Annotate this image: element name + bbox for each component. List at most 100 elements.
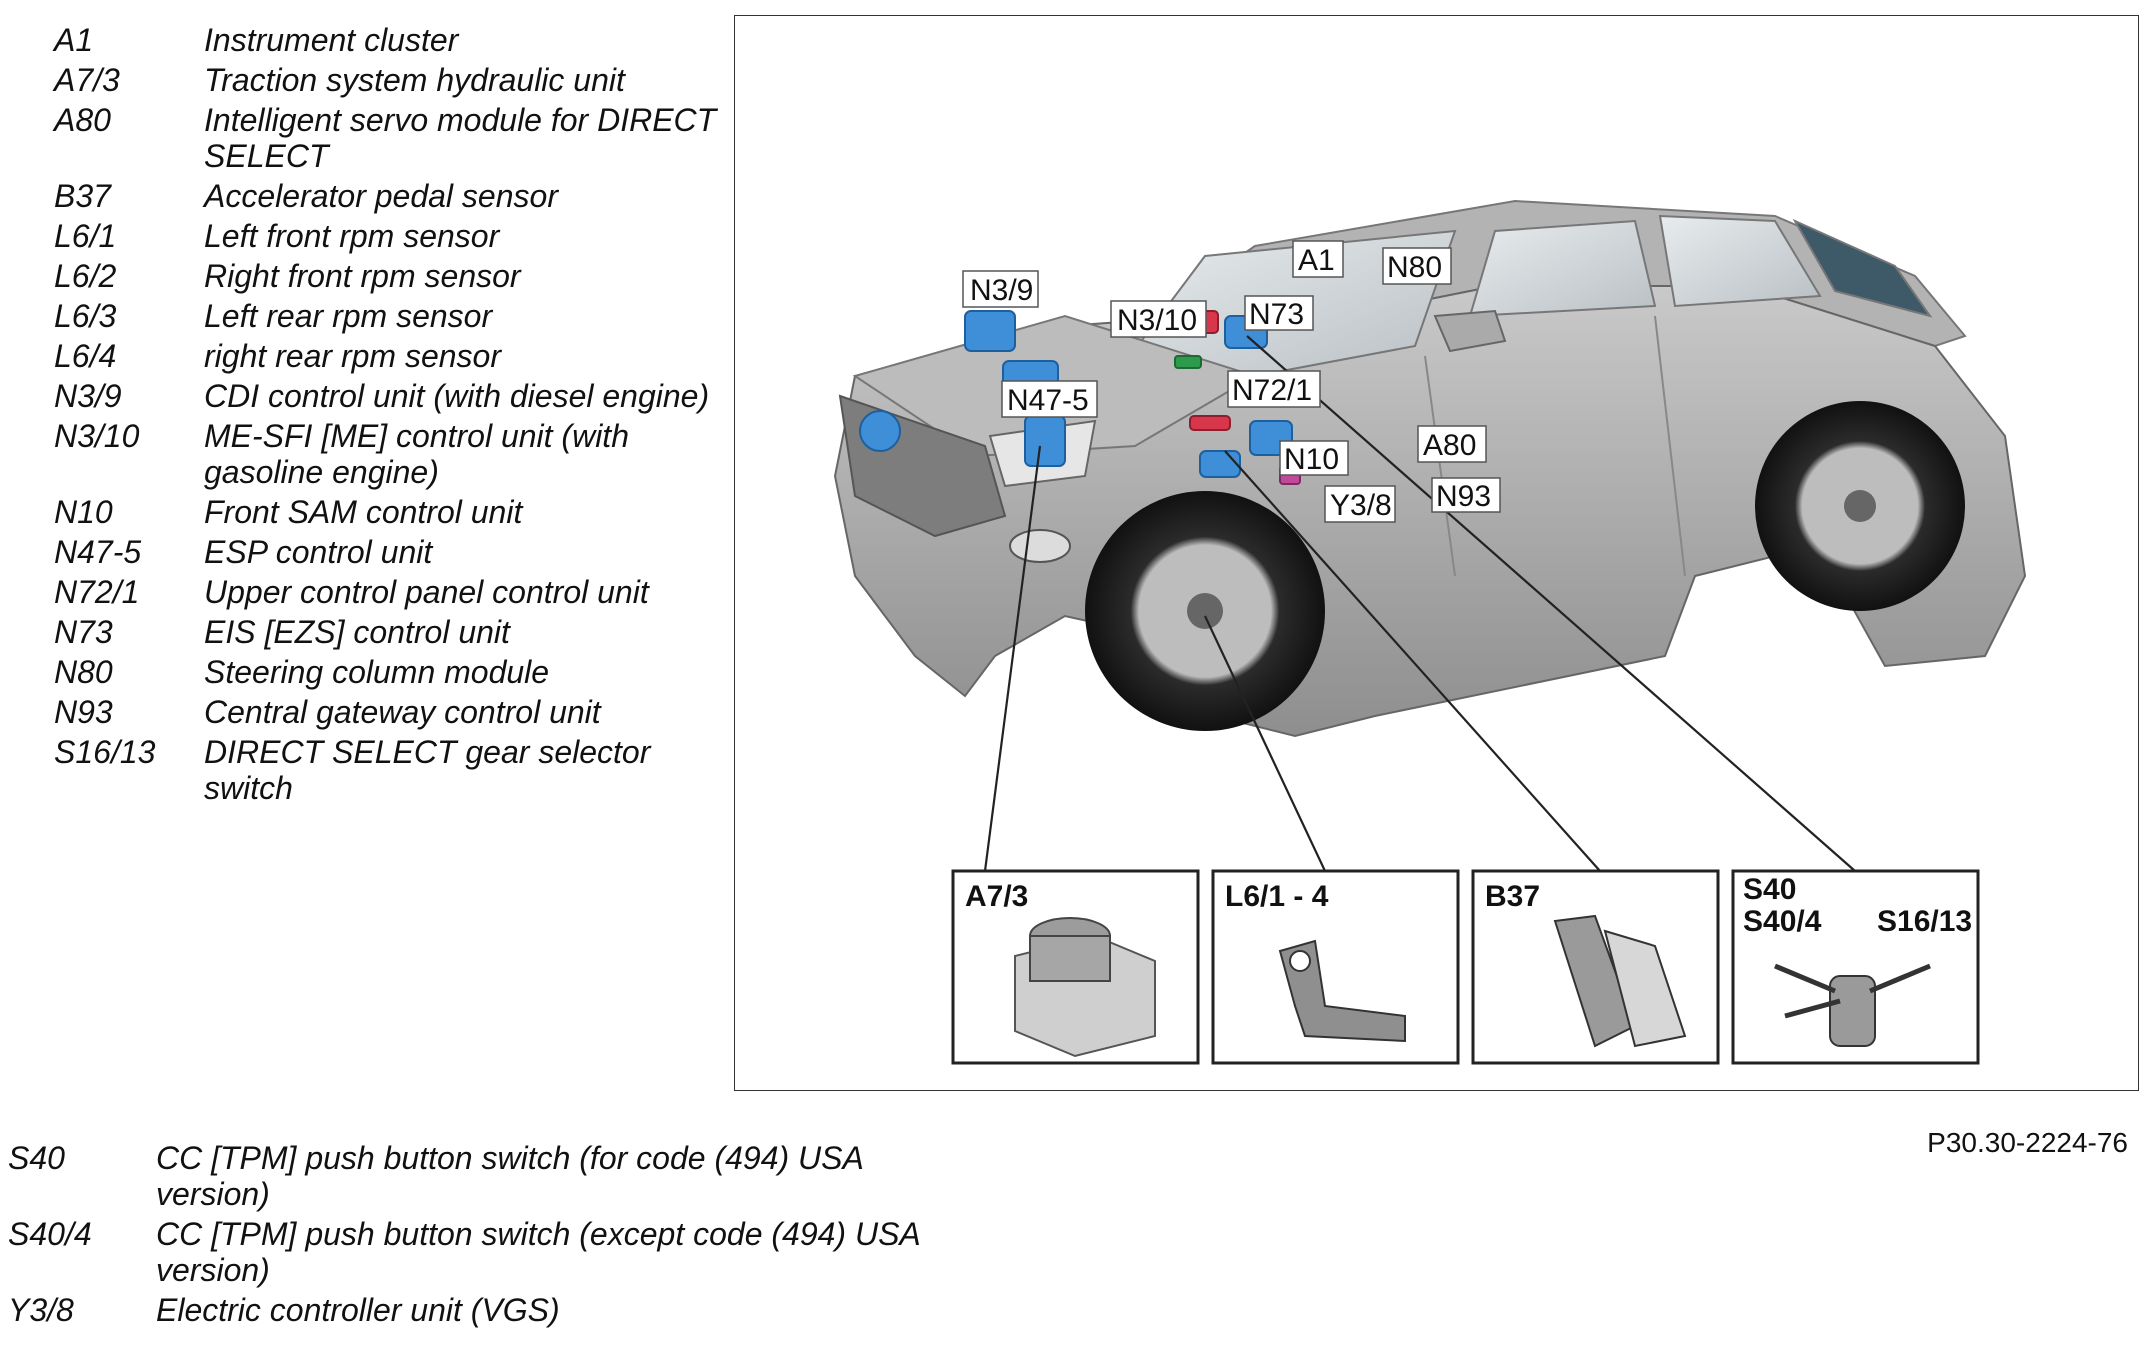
callout-n10: N10 [1279, 440, 1349, 476]
legend-code: Y3/8 [8, 1292, 74, 1328]
legend-desc: Front SAM control unit [204, 494, 523, 530]
legend-row: N72/1 Upper control panel control unit [0, 574, 730, 610]
legend-desc: Intelligent servo module for DIRECT SELE… [204, 102, 717, 174]
inset-a7-3: A7/3 [951, 869, 1200, 1065]
figure-reference: P30.30-2224-76 [1927, 1127, 2128, 1158]
legend-code: N80 [54, 654, 113, 690]
inset-label: B37 [1485, 880, 1540, 913]
inset-b37: B37 [1471, 869, 1720, 1065]
callout-label: N80 [1387, 251, 1442, 284]
legend-row: L6/4 right rear rpm sensor [0, 338, 730, 374]
legend-desc: Steering column module [204, 654, 550, 690]
legend-row: A80 Intelligent servo module for DIRECT S… [0, 102, 730, 174]
legend-code: N72/1 [54, 574, 140, 610]
callout-label: N93 [1436, 480, 1491, 513]
callout-label: Y3/8 [1330, 489, 1392, 522]
legend-desc: Left rear rpm sensor [204, 298, 493, 334]
inset-l6: L6/1 - 4 [1211, 869, 1460, 1065]
legend-code: A7/3 [54, 62, 120, 98]
legend-code: A1 [54, 22, 94, 58]
legend-desc: CC [TPM] push button switch (for code (4… [156, 1140, 863, 1212]
callout-label: N3/10 [1117, 304, 1197, 337]
callout-label: A1 [1298, 244, 1335, 277]
leader-l6 [1204, 615, 1326, 872]
vehicle-diagram: N3/9 N3/10 N73 A1 N80 N72/1 N47-5 N10 A8… [833, 199, 2027, 1065]
figure-frame: N3/9 N3/10 N73 A1 N80 N72/1 N47-5 N10 A8… [734, 15, 2139, 1091]
accelerator-pedal-pad [1603, 929, 1687, 1048]
callout-label: N47-5 [1007, 384, 1089, 417]
legend-code: S40/4 [8, 1216, 92, 1252]
legend-code: A80 [54, 102, 111, 138]
legend-code: N3/10 [54, 418, 140, 454]
legend-row: N3/9 CDI control unit (with diesel engine… [0, 378, 730, 414]
legend-desc: CDI control unit (with diesel engine) [204, 378, 710, 414]
lever-right-graphic [1869, 963, 1931, 994]
hydraulic-motor-body [1029, 935, 1111, 982]
legend-row: S40 CC [TPM] push button switch (for code… [0, 1140, 960, 1212]
callout-label: N3/9 [970, 274, 1033, 307]
legend-row: L6/3 Left rear rpm sensor [0, 298, 730, 334]
legend-code: N3/9 [54, 378, 122, 414]
legend-code: S16/13 [54, 734, 156, 770]
leader-b37 [1224, 450, 1601, 872]
legend-desc: right rear rpm sensor [204, 338, 501, 374]
leader-lines [983, 335, 1856, 872]
car-rear-window [1658, 214, 1822, 308]
callout-label: A80 [1423, 429, 1476, 462]
legend-code: S40 [8, 1140, 65, 1176]
lever-left-graphic [1774, 963, 1836, 994]
legend-desc: Central gateway control unit [204, 694, 601, 730]
inset-label: S16/13 [1877, 905, 1972, 938]
callout-n93: N93 [1431, 477, 1501, 513]
rear-wheel-hub [1844, 490, 1876, 522]
callout-n80: N80 [1382, 247, 1452, 285]
legend-code: L6/3 [54, 298, 117, 334]
legend-desc: Upper control panel control unit [204, 574, 649, 610]
legend-row: N10 Front SAM control unit [0, 494, 730, 530]
legend-desc: Electric controller unit (VGS) [156, 1292, 560, 1328]
callout-label: N10 [1284, 443, 1339, 476]
legend-desc: ME-SFI [ME] control unit (with gasoline … [204, 418, 629, 490]
callout-a80: A80 [1417, 425, 1487, 463]
legend-code: L6/4 [54, 338, 117, 374]
callout-n3-10: N3/10 [1110, 300, 1207, 338]
car-door-line [1424, 315, 1686, 577]
legend-row: L6/2 Right front rpm sensor [0, 258, 730, 294]
legend-code: N47-5 [54, 534, 142, 570]
legend-row: N93 Central gateway control unit [0, 694, 730, 730]
n72-1-module [1174, 355, 1202, 369]
leader-s40 [1246, 335, 1856, 872]
legend-row: Y3/8 Electric controller unit (VGS) [0, 1292, 960, 1328]
callout-label: N72/1 [1232, 374, 1312, 407]
callout-y3-8: Y3/8 [1324, 485, 1396, 523]
legend-code: L6/2 [54, 258, 117, 294]
legend-code: L6/1 [54, 218, 117, 254]
callout-a1: A1 [1292, 240, 1344, 278]
legend-desc: DIRECT SELECT gear selector switch [204, 734, 651, 806]
legend-desc: EIS [EZS] control unit [204, 614, 510, 650]
callout-n47-5: N47-5 [1001, 380, 1098, 418]
legend-code: N10 [54, 494, 113, 530]
leader-a7-3 [983, 445, 1042, 872]
car-mirror [1433, 309, 1507, 353]
lever-center-graphic [1784, 998, 1841, 1019]
car-foglight [1009, 529, 1071, 563]
callout-n73: N73 [1244, 295, 1314, 331]
legend-row: N3/10 ME-SFI [ME] control unit (with gaso… [0, 418, 730, 490]
car-side-window [1468, 219, 1657, 318]
steering-column-graphic [1829, 975, 1876, 1047]
n10-module [1189, 415, 1231, 431]
legend-desc: Right front rpm sensor [204, 258, 521, 294]
rpm-sensor-eye [1289, 950, 1311, 972]
legend-row: N73 EIS [EZS] control unit [0, 614, 730, 650]
legend-row: S16/13 DIRECT SELECT gear selector switch [0, 734, 730, 806]
callout-n3-9: N3/9 [962, 270, 1039, 308]
legend-code: N73 [54, 614, 113, 650]
legend-code: N93 [54, 694, 113, 730]
